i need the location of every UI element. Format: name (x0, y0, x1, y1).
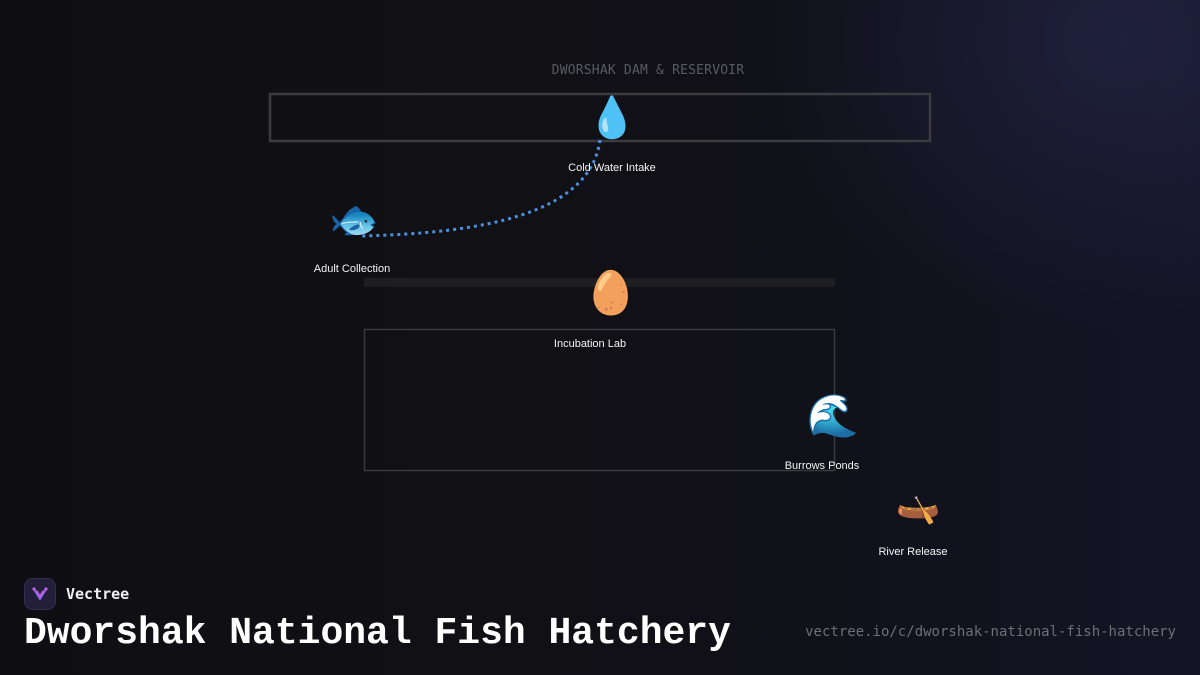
node-river-release[interactable]: 🛶 River Release (863, 485, 963, 559)
channel-bar (364, 278, 835, 287)
node-adult-collection[interactable]: 🐟 Adult Collection (297, 197, 407, 275)
water-droplet-icon: 💧 (587, 95, 637, 141)
node-label: Cold Water Intake (568, 162, 656, 174)
egg-icon: 🥚 (584, 268, 638, 317)
page-url[interactable]: vectree.io/c/dworshak-national-fish-hatc… (805, 624, 1176, 640)
brand[interactable]: Vectree (24, 577, 129, 611)
vectree-logo-icon (24, 578, 56, 610)
node-cold-water-intake[interactable]: 💧 Cold Water Intake (552, 98, 672, 174)
flow-line-intake-to-collection (361, 139, 602, 238)
page-title: Dworshak National Fish Hatchery (24, 612, 731, 655)
node-label: Incubation Lab (553, 338, 627, 350)
node-incubation-lab[interactable]: 🥚 Incubation Lab (540, 268, 660, 351)
node-label: River Release (878, 546, 948, 558)
fish-icon: 🐟 (329, 197, 380, 243)
reservoir-label: DWORSHAK DAM & RESERVOIR (551, 63, 745, 78)
brand-name: Vectree (66, 585, 130, 603)
node-label: Burrows Ponds (784, 460, 860, 472)
node-label: Adult Collection (313, 263, 391, 275)
canoe-icon: 🛶 (895, 485, 941, 526)
pond-outline (363, 328, 836, 472)
node-burrows-ponds[interactable]: 🌊 Burrows Ponds (772, 391, 882, 473)
wave-icon: 🌊 (806, 391, 860, 440)
